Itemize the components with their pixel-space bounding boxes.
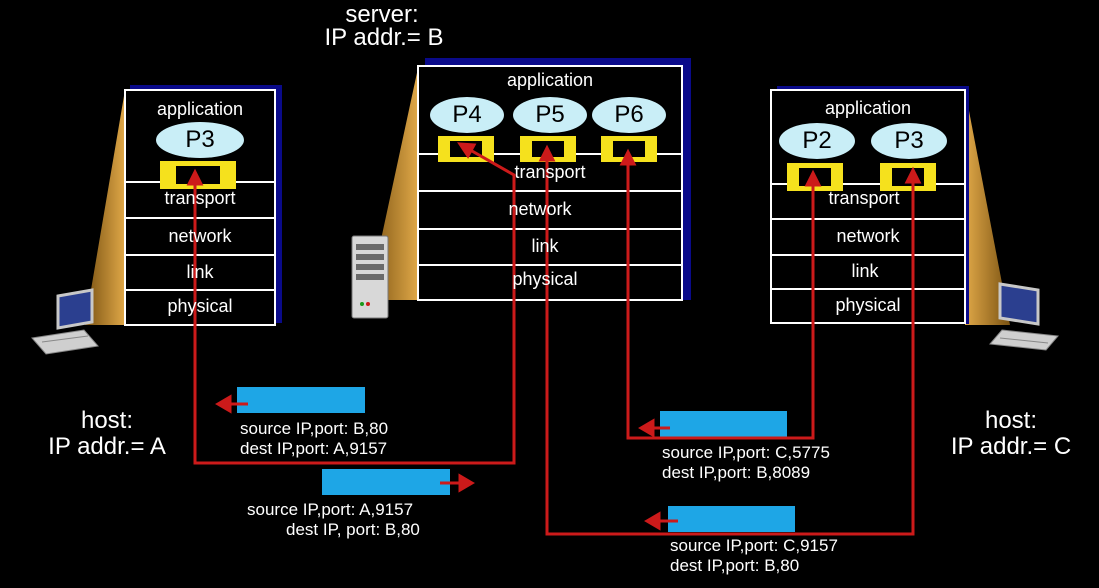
segment-1-src: source IP,port: B,80	[240, 419, 389, 438]
server-title: server:	[345, 1, 419, 28]
hostA-layer-network: network	[168, 226, 232, 246]
segment-4-src: source IP,port: C,9157	[670, 536, 838, 555]
hostC-layer-transport: transport	[828, 188, 900, 208]
hostA-layer-physical: physical	[167, 296, 233, 316]
segment-4-dst: dest IP,port: B,80	[670, 556, 800, 575]
process-server-P6	[592, 97, 666, 133]
segment-3-src: source IP,port: C,5775	[662, 443, 830, 462]
segment-box-3	[660, 411, 787, 438]
laptop-icon-left	[31, 288, 99, 355]
server-layer-transport: transport	[514, 162, 586, 182]
hostC-addr: IP addr.= C	[950, 433, 1072, 460]
server-layer-network: network	[508, 199, 572, 219]
server-layer-physical: physical	[512, 269, 578, 289]
segment-box-2	[322, 469, 450, 495]
server-tower-icon	[351, 235, 389, 319]
process-hostC-P3	[871, 123, 947, 159]
segment-1-dst: dest IP,port: A,9157	[240, 439, 388, 458]
hostA-layer-link: link	[186, 262, 214, 282]
hostC-proc-P3: P3	[894, 127, 924, 154]
process-hostA-P3	[156, 122, 244, 158]
laptop-icon-right	[989, 282, 1059, 351]
hostC-proc-P2: P2	[802, 127, 832, 154]
server-proc-P6: P6	[614, 101, 644, 128]
segment-boxes	[237, 387, 795, 532]
hostA-layer-application: application	[156, 99, 244, 119]
path-server-hostC1	[626, 152, 815, 440]
connection-paths	[193, 145, 915, 536]
process-ellipses	[156, 97, 947, 159]
server-addr: IP addr.= B	[324, 24, 444, 51]
sockets	[160, 136, 936, 191]
process-hostC-P2	[779, 123, 855, 159]
hostC-title: host:	[984, 407, 1038, 434]
hostC-layer-network: network	[836, 226, 900, 246]
hostA-title: host:	[80, 407, 134, 434]
segment-3-dst: dest IP,port: B,8089	[662, 463, 811, 482]
hostC-wedge	[965, 90, 1010, 325]
hostC-layer-physical: physical	[835, 295, 901, 315]
arrowheads	[186, 142, 922, 531]
hostC-layer-application: application	[824, 98, 912, 118]
path-hostA-server	[193, 145, 516, 465]
process-server-P5	[513, 97, 587, 133]
hostA-wedge	[85, 90, 125, 325]
segment-2-src: source IP,port: A,9157	[247, 500, 414, 519]
path-server-hostC2	[545, 149, 915, 536]
server-layer-link: link	[531, 236, 559, 256]
segment-2-dst: dest IP, port: B,80	[286, 520, 420, 539]
hostA-proc-P3: P3	[185, 126, 215, 153]
hostA-layer-transport: transport	[164, 188, 236, 208]
process-server-P4	[430, 97, 504, 133]
segment-box-1	[237, 387, 365, 413]
server-layer-application: application	[506, 70, 594, 90]
hostA-addr: IP addr.= A	[48, 433, 166, 460]
server-proc-P4: P4	[452, 101, 482, 128]
segment-box-4	[668, 506, 795, 532]
hostC-layer-link: link	[851, 261, 879, 281]
server-proc-P5: P5	[535, 101, 565, 128]
